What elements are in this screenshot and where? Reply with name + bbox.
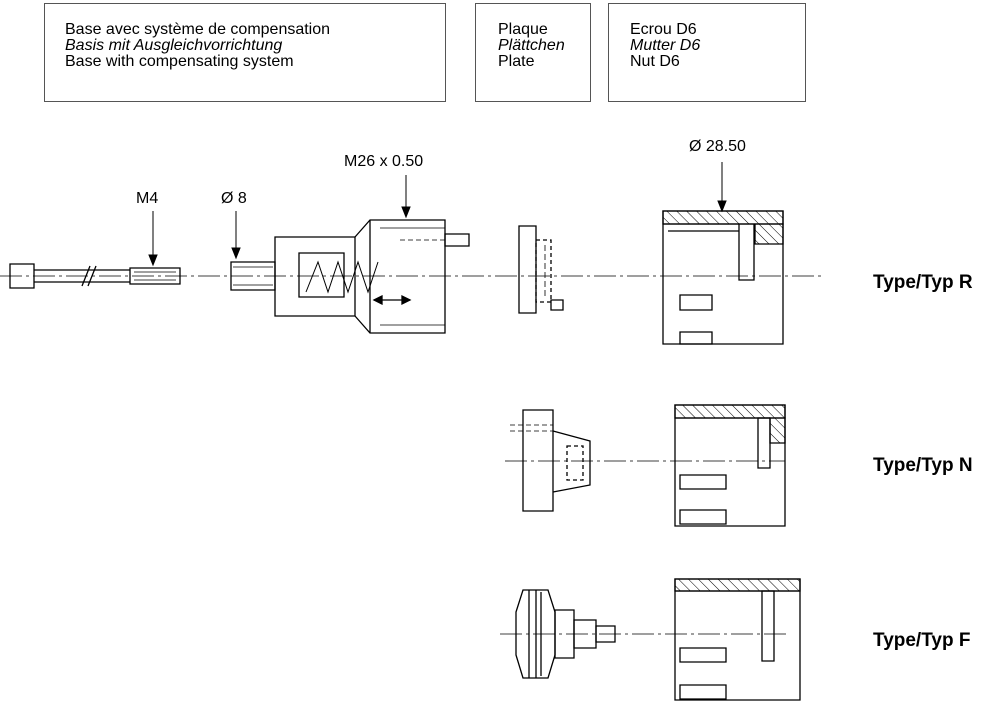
nut-label-box: Ecrou D6 Mutter D6 Nut D6	[608, 3, 806, 102]
base-label-en: Base with compensating system	[65, 53, 294, 70]
nut-label-fr: Ecrou D6	[630, 21, 697, 38]
nut-f	[675, 579, 800, 700]
compensating-base	[231, 220, 469, 333]
type-n-label: Type/Typ N	[873, 455, 973, 476]
plate-label-fr: Plaque	[498, 21, 548, 38]
dimension-leaders	[149, 162, 726, 265]
dim-d8-label: Ø 8	[221, 190, 247, 207]
dim-m26-label: M26 x 0.50	[344, 153, 424, 170]
centerline-group	[0, 276, 825, 634]
nut-label-en: Nut D6	[630, 53, 680, 70]
nut-label-de: Mutter D6	[630, 37, 701, 54]
plate-label-en: Plate	[498, 53, 535, 70]
nut-r	[663, 211, 783, 344]
dim-d2850-label: Ø 28.50	[689, 138, 746, 155]
dim-m4-label: M4	[136, 190, 159, 207]
plate-part	[519, 226, 563, 313]
screw-m4	[10, 264, 180, 288]
type-r-label: Type/Typ R	[873, 272, 973, 293]
plate-label-de: Plättchen	[498, 37, 565, 54]
plate-type-f	[516, 590, 615, 678]
type-f-label: Type/Typ F	[873, 630, 971, 651]
base-label-de: Basis mit Ausgleichvorrichtung	[65, 37, 283, 54]
plate-type-n	[510, 410, 590, 511]
nut-n	[675, 405, 785, 526]
base-label-fr: Base avec système de compensation	[65, 21, 331, 38]
plate-label-box: Plaque Plättchen Plate	[475, 3, 591, 102]
base-label-box: Base avec système de compensation Basis …	[44, 3, 446, 102]
